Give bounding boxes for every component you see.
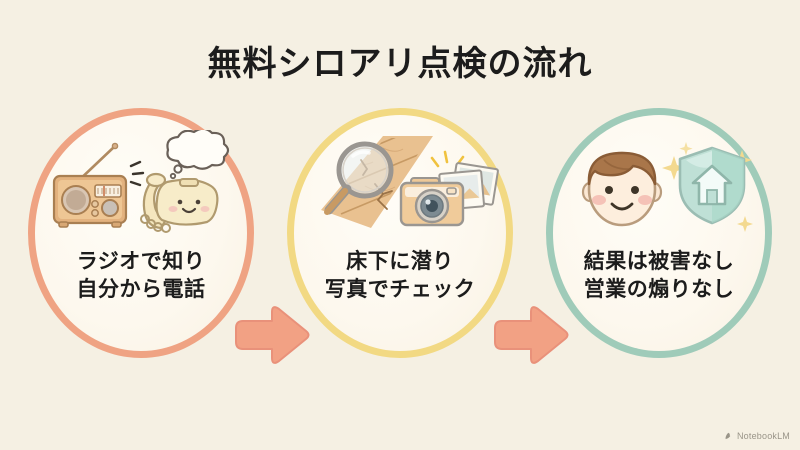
arrow-right-icon — [235, 306, 310, 364]
radio-icon — [52, 174, 128, 228]
smiling-face-icon — [581, 151, 663, 227]
step-3-caption: 結果は被害なし 営業の煽りなし — [546, 248, 772, 303]
step-1-caption: ラジオで知り 自分から電話 — [28, 248, 254, 303]
step-2-caption-line2: 写真でチェック — [324, 277, 476, 301]
step-1-caption-line1: ラジオで知り — [76, 250, 206, 273]
arrow-step2-to-step3 — [491, 306, 569, 368]
step-1-illustration — [28, 127, 254, 240]
house-shield-icon — [678, 146, 746, 225]
step-3-caption-line2: 営業の煽りなし — [583, 277, 735, 301]
magnifying-glass-icon — [324, 141, 394, 215]
step-2-caption: 床下に潜り 写真でチェック — [287, 248, 513, 303]
page-title: 無料シロアリ点検の流れ — [207, 45, 593, 83]
step-3-illustration — [546, 130, 772, 240]
arrow-step1-to-step2 — [232, 306, 310, 368]
result-illustration — [581, 142, 753, 232]
radio-and-telephone-illustration — [52, 127, 230, 233]
step-card-2[interactable]: 床下に潜り 写真でチェック — [287, 108, 513, 358]
watermark: NotebookLM — [724, 431, 790, 441]
step-3-caption-line1: 結果は被害なし — [583, 250, 735, 273]
watermark-label: NotebookLM — [736, 431, 790, 441]
sound-lines-icon — [129, 160, 145, 187]
telephone-cord-icon — [140, 214, 171, 233]
step-card-1[interactable]: ラジオで知り 自分から電話 — [28, 108, 254, 358]
inspection-illustration — [321, 136, 499, 228]
notebooklm-icon — [725, 432, 731, 439]
step-2-illustration — [287, 130, 513, 240]
speech-bubble-icon — [166, 127, 230, 180]
process-flow: ラジオで知り 自分から電話 — [0, 108, 800, 364]
retro-telephone-icon — [140, 172, 219, 233]
step-3-ring — [546, 108, 772, 358]
step-2-ring — [287, 108, 513, 358]
arrow-right-icon — [494, 306, 569, 364]
step-2-caption-line1: 床下に潜り — [346, 250, 454, 273]
step-card-3[interactable]: 結果は被害なし 営業の煽りなし — [546, 108, 772, 358]
camera-icon — [399, 177, 465, 227]
step-1-caption-line2: 自分から電話 — [76, 277, 206, 301]
